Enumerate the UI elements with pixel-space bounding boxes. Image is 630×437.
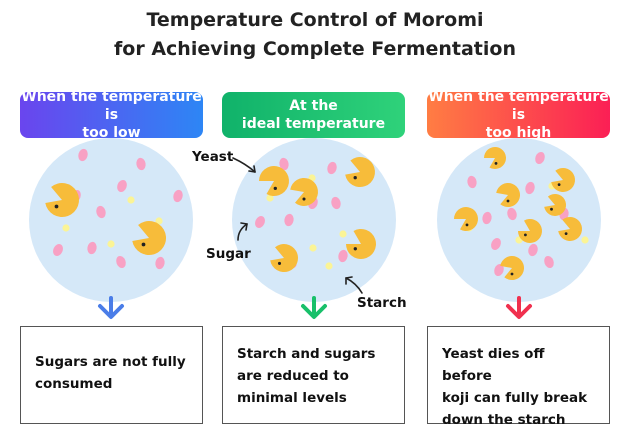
- sugar-particle: [331, 196, 341, 210]
- starch-particle: [309, 244, 317, 252]
- header-ideal-line-1: At the: [289, 98, 338, 114]
- sugar-particle: [528, 243, 538, 257]
- yeast-cell: [45, 183, 80, 218]
- down-arrow-icon: [506, 296, 532, 319]
- result-too-high-line-2: koji can fully break: [442, 390, 588, 406]
- result-ideal-line-1: Starch and sugars: [237, 346, 376, 362]
- yeast-cell: [259, 166, 289, 197]
- circle-too-high: [437, 138, 601, 302]
- header-ideal: At the ideal temperature: [222, 92, 405, 138]
- yeast-cell: [483, 146, 506, 169]
- header-too-low-line-1: When the temperature is: [21, 89, 202, 123]
- title-line-1: Temperature Control of Moromi: [146, 9, 484, 31]
- yeast-pointer-arrowhead: [248, 165, 256, 173]
- sugar-particle: [535, 151, 545, 165]
- sugar-particle: [467, 175, 477, 189]
- starch-particle: [581, 236, 589, 244]
- diagram-title: Temperature Control of Moromi for Achiev…: [0, 6, 630, 64]
- label-starch: Starch: [357, 295, 407, 311]
- starch-particle: [325, 262, 333, 270]
- result-too-high: Yeast dies off before koji can fully bre…: [427, 326, 610, 428]
- sugar-particle: [525, 181, 535, 195]
- sugar-particle: [544, 255, 554, 269]
- sugar-particle: [491, 238, 501, 250]
- sugar-particle: [136, 157, 146, 171]
- header-too-low-line-2: too low: [82, 125, 141, 141]
- header-ideal-line-2: ideal temperature: [241, 116, 386, 132]
- sugar-particle: [255, 216, 265, 228]
- starch-particle: [266, 194, 274, 202]
- yeast-cell: [518, 218, 542, 243]
- header-too-high-line-1: When the temperature is: [428, 89, 609, 123]
- sugar-particle: [96, 205, 106, 219]
- sugar-particle: [78, 148, 88, 162]
- yeast-cell: [558, 216, 583, 241]
- yeast-cell: [500, 256, 525, 281]
- sugar-particle: [327, 161, 337, 175]
- sugar-particle: [279, 157, 289, 171]
- starch-pointer-arrowhead: [345, 276, 353, 285]
- yeast-cell: [454, 207, 479, 232]
- yeast-cell: [290, 177, 318, 206]
- sugar-particle: [507, 207, 517, 221]
- yeast-pointer-arrow: [232, 157, 256, 173]
- sugar-particle: [87, 241, 97, 255]
- sugar-particle: [173, 189, 183, 203]
- starch-pointer-arrow: [345, 277, 363, 294]
- starch-particle: [339, 230, 347, 238]
- sugar-particle: [117, 179, 127, 193]
- result-ideal-line-2: are reduced to: [237, 368, 349, 384]
- title-line-2: for Achieving Complete Fermentation: [114, 38, 516, 60]
- header-too-low: When the temperature is too low: [20, 89, 203, 141]
- starch-particle: [155, 217, 163, 225]
- down-arrow-icon: [98, 296, 124, 319]
- result-ideal-line-3: minimal levels: [237, 390, 347, 406]
- sugar-particle: [116, 255, 126, 269]
- yeast-cell: [346, 228, 376, 259]
- header-too-high-line-2: too high: [485, 125, 552, 141]
- starch-particle: [62, 224, 70, 232]
- yeast-cell: [544, 193, 567, 216]
- starch-particle: [127, 196, 135, 204]
- result-too-high-line-3: down the starch: [442, 412, 566, 428]
- result-too-high-line-1: Yeast dies off before: [442, 346, 545, 384]
- sugar-particle: [53, 244, 63, 256]
- yeast-cell: [496, 183, 521, 208]
- sugar-particle: [338, 249, 348, 263]
- sugar-particle: [494, 263, 504, 277]
- result-too-low: Sugars are not fully consumed: [20, 326, 203, 424]
- sugar-pointer-arrow: [237, 223, 248, 241]
- down-arrow-icon: [301, 296, 327, 319]
- result-too-low-line-1: Sugars are not fully: [35, 354, 186, 370]
- yeast-cell: [345, 157, 375, 188]
- sugar-pointer-arrowhead: [240, 222, 248, 231]
- header-too-high: When the temperature is too high: [427, 89, 610, 141]
- sugar-particle: [482, 211, 492, 225]
- sugar-particle: [284, 213, 294, 227]
- starch-particle: [107, 240, 115, 248]
- yeast-cell: [270, 244, 298, 273]
- label-yeast: Yeast: [192, 149, 234, 165]
- yeast-cell: [551, 167, 576, 192]
- yeast-cell: [132, 221, 167, 256]
- sugar-particle: [155, 256, 165, 270]
- result-too-low-line-2: consumed: [35, 376, 113, 392]
- result-ideal: Starch and sugars are reduced to minimal…: [222, 326, 405, 424]
- label-sugar: Sugar: [206, 246, 251, 262]
- circle-too-low: [29, 138, 193, 302]
